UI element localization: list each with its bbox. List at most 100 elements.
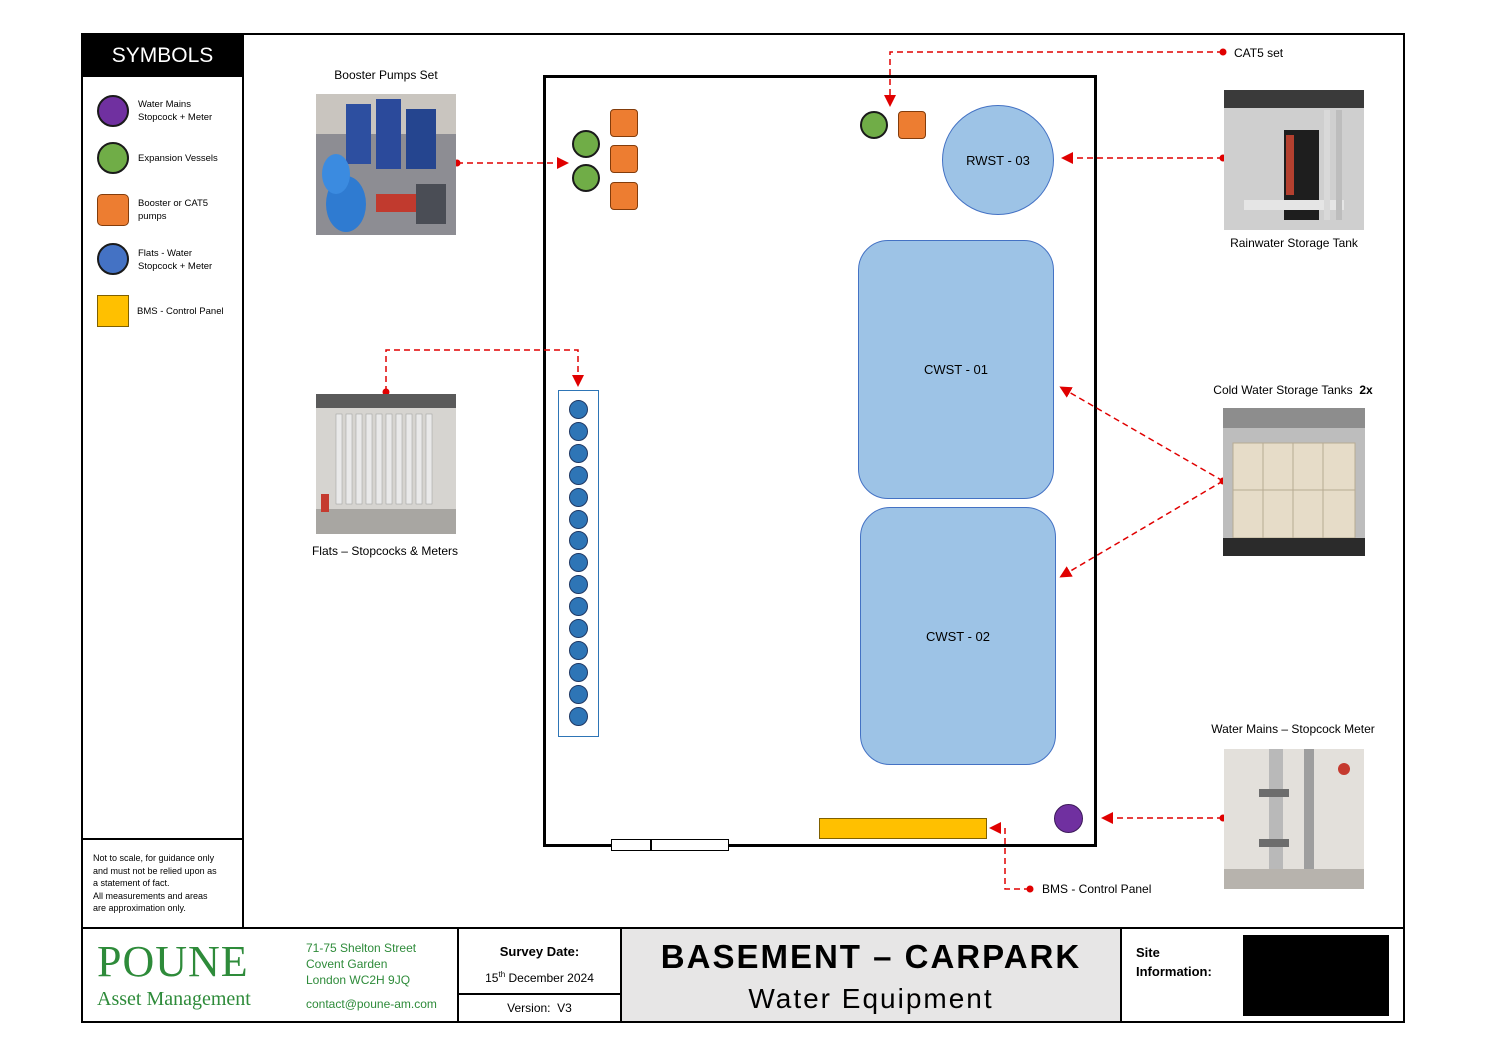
- address-line: London WC2H 9JQ: [306, 973, 411, 987]
- expansion-vessel-marker: [572, 164, 600, 192]
- water-mains-photo: [1224, 749, 1364, 889]
- booster-pump-marker: [610, 145, 638, 173]
- flat-stopcock-marker: [569, 706, 588, 726]
- symbols-title: SYMBOLS: [83, 35, 242, 77]
- water-mains-label: Water Mains – Stopcock Meter: [1211, 722, 1375, 736]
- pump-symbol-icon: [97, 194, 129, 226]
- footer-divider: [620, 929, 622, 1021]
- legend-bms: BMS - Control Panel: [137, 306, 224, 317]
- legend-label-line: Flats - Water: [138, 248, 193, 259]
- drawing-subtitle: Water Equipment: [748, 983, 994, 1014]
- address-line: Covent Garden: [306, 957, 388, 971]
- cold-water-label-text: Cold Water Storage Tanks: [1213, 383, 1353, 397]
- flat-stopcock-marker: [569, 465, 588, 485]
- basement-floor-plan: [543, 75, 1097, 847]
- company-address: 71-75 Shelton Street Covent Garden Londo…: [306, 940, 416, 988]
- drawing-title: BASEMENT – CARPARK: [660, 938, 1082, 975]
- footer-divider: [1120, 929, 1122, 1021]
- survey-date-label: Survey Date:: [499, 944, 580, 959]
- note-line: Not to scale, for guidance only: [93, 853, 215, 863]
- title-block: [622, 929, 1120, 1021]
- survey-day: 15: [485, 971, 499, 985]
- arrow-cat5: [884, 51, 1223, 107]
- bms-label: BMS - Control Panel: [1042, 882, 1152, 896]
- expansion-vessel-symbol-icon: [97, 142, 129, 174]
- flat-stopcock-marker: [569, 662, 588, 682]
- flat-stopcock-symbol-icon: [97, 243, 129, 275]
- arrow-dot: [382, 388, 390, 396]
- site-label-line: Site: [1136, 945, 1160, 960]
- legend-label-line: Stopcock + Meter: [138, 112, 213, 123]
- cold-water-count: 2x: [1359, 383, 1373, 397]
- cat5-label: CAT5 set: [1234, 46, 1284, 60]
- company-email[interactable]: contact@poune-am.com: [306, 997, 437, 1011]
- address-line: 71-75 Shelton Street: [306, 941, 417, 955]
- legend-label-line: Booster or CAT5: [138, 198, 209, 209]
- cwst-01-tank: CWST - 01: [858, 240, 1054, 499]
- legend-flats-water: Flats - Water Stopcock + Meter: [138, 247, 212, 273]
- cwst-02-tank: CWST - 02: [860, 507, 1056, 765]
- flats-stopcocks-photo: [316, 394, 456, 534]
- note-line: All measurements and areas: [93, 890, 208, 901]
- door-divider: [650, 839, 652, 851]
- rwst-03-tank: RWST - 03: [942, 105, 1054, 215]
- rainwater-tank-photo: [1224, 90, 1364, 230]
- note-line: are approximation only.: [93, 903, 186, 913]
- cat5-expansion-vessel-marker: [860, 111, 888, 139]
- booster-pump-marker: [610, 109, 638, 137]
- company-logo-subtitle: Asset Management: [97, 988, 251, 1010]
- version-info: Version: V3: [459, 1001, 620, 1015]
- booster-pumps-photo: [316, 94, 456, 235]
- entrance-door: [611, 839, 729, 851]
- symbols-panel: [81, 33, 244, 928]
- survey-date-value: 15th December 2024: [459, 970, 620, 985]
- legend-water-mains: Water Mains Stopcock + Meter: [138, 98, 212, 124]
- booster-pump-marker: [610, 182, 638, 210]
- flat-stopcock-marker: [569, 553, 588, 573]
- flat-stopcock-marker: [569, 509, 588, 529]
- legend-expansion-vessels: Expansion Vessels: [138, 153, 218, 164]
- water-mains-stopcock-marker: [1054, 804, 1083, 833]
- legend-booster-pumps: Booster or CAT5 pumps: [138, 197, 208, 223]
- cold-water-tanks-photo: [1223, 408, 1365, 556]
- cat5-pump-marker: [898, 111, 926, 139]
- flat-stopcock-marker: [569, 597, 588, 617]
- version-label: Version:: [507, 1001, 551, 1015]
- flat-stopcock-marker: [569, 640, 588, 660]
- footer-divider: [457, 929, 459, 1021]
- bms-panel-symbol-icon: [97, 295, 129, 327]
- legend-label-line: Water Mains: [138, 99, 191, 110]
- flats-label: Flats – Stopcocks & Meters: [311, 544, 459, 558]
- booster-pumps-label: Booster Pumps Set: [334, 68, 438, 82]
- disclaimer-note: Not to scale, for guidance only and must…: [93, 852, 217, 915]
- arrow-cwst1: [1059, 386, 1224, 482]
- water-mains-symbol-icon: [97, 95, 129, 127]
- arrow-bms: [989, 822, 1030, 890]
- drawing-frame: [81, 33, 1405, 1023]
- flat-stopcock-marker: [569, 443, 588, 463]
- survey-day-suffix: th: [498, 970, 506, 979]
- flat-stopcock-marker: [569, 487, 588, 507]
- flat-stopcock-marker: [569, 619, 588, 638]
- company-logo: POUNE: [97, 937, 249, 986]
- survey-month-year: December 2024: [505, 971, 594, 985]
- rainwater-label: Rainwater Storage Tank: [1230, 236, 1358, 250]
- note-divider: [81, 838, 244, 840]
- arrow-dot: [1026, 885, 1034, 893]
- redacted-site-info: [1243, 935, 1389, 1016]
- cold-water-label: Cold Water Storage Tanks 2x: [1190, 383, 1396, 397]
- arrow-cwst2: [1059, 480, 1224, 578]
- site-information-label: Site Information:: [1136, 943, 1212, 981]
- arrow-flats: [385, 349, 584, 392]
- legend-label-line: pumps: [138, 211, 167, 222]
- bms-control-panel: [819, 818, 987, 839]
- legend-label-line: Stopcock + Meter: [138, 261, 213, 272]
- version-value: V3: [557, 1001, 572, 1015]
- note-line: a statement of fact.: [93, 878, 170, 888]
- flat-stopcock-marker: [569, 575, 588, 595]
- footer-divider: [81, 927, 1405, 929]
- flat-stopcock-marker: [569, 400, 588, 419]
- note-line: and must not be relied upon as: [93, 865, 217, 876]
- flat-stopcock-marker: [569, 684, 588, 704]
- expansion-vessel-marker: [572, 130, 600, 158]
